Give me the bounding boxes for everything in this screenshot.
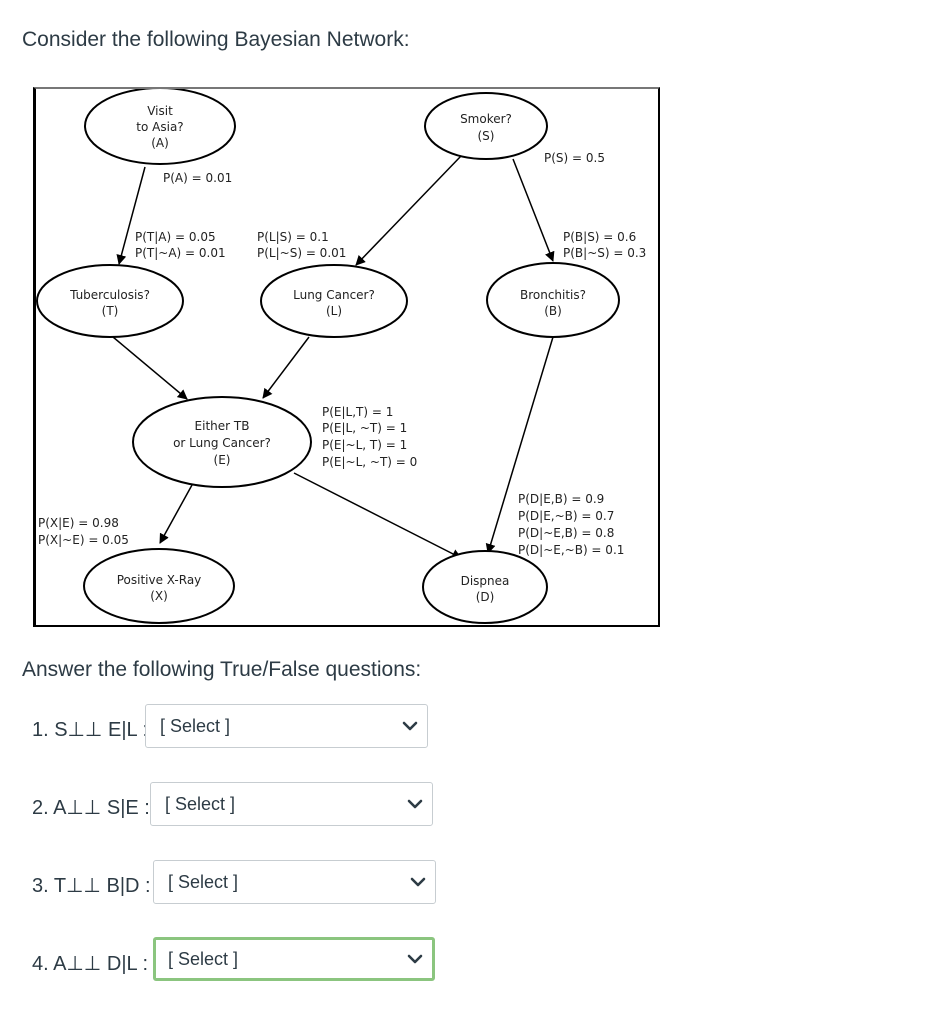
node-label: (D) <box>476 590 495 604</box>
chevron-down-icon <box>407 799 423 809</box>
question-label: 4. A⊥⊥ D|L : <box>32 953 149 975</box>
svg-text:P(L|S) = 0.1: P(L|S) = 0.1 <box>257 230 329 244</box>
node-label: Lung Cancer? <box>293 288 375 302</box>
node-label: Bronchitis? <box>520 288 586 302</box>
cpt-a: P(A) = 0.01 <box>163 171 232 185</box>
svg-text:P(X|E) = 0.98: P(X|E) = 0.98 <box>38 516 119 530</box>
select-value: [ Select ] <box>160 715 231 736</box>
node-label: (X) <box>150 589 168 603</box>
svg-text:P(D|~E,~B) = 0.1: P(D|~E,~B) = 0.1 <box>518 543 624 557</box>
question-3: 3. T⊥⊥ B|D : <box>32 873 151 898</box>
node-label: Either TB <box>195 419 250 433</box>
node-label: (S) <box>478 129 495 143</box>
svg-text:P(E|L,T) = 1: P(E|L,T) = 1 <box>322 405 393 419</box>
node-dispnea: Dispnea (D) <box>422 550 548 624</box>
node-smoker: Smoker? (S) <box>424 92 548 160</box>
node-either-tb-or-lung-cancer: Either TB or Lung Cancer? (E) <box>132 396 312 488</box>
answer-select-2[interactable]: [ Select ] <box>150 782 433 826</box>
svg-text:P(B|~S) = 0.3: P(B|~S) = 0.3 <box>563 246 646 260</box>
node-label: Positive X-Ray <box>117 573 202 587</box>
answer-select-3[interactable]: [ Select ] <box>153 860 436 904</box>
edge-b-d <box>485 336 554 554</box>
select-value: [ Select ] <box>168 948 239 969</box>
question-2: 2. A⊥⊥ S|E : <box>32 795 150 820</box>
svg-text:P(E|L, ~T) = 1: P(E|L, ~T) = 1 <box>322 421 407 435</box>
svg-text:P(B|S) = 0.6: P(B|S) = 0.6 <box>563 230 636 244</box>
svg-text:P(E|~L, T) = 1: P(E|~L, T) = 1 <box>322 438 407 452</box>
question-label: 2. A⊥⊥ S|E : <box>32 797 150 819</box>
bayesian-network-diagram: Visit to Asia? (A) Smoker? (S) Tuberculo… <box>33 87 660 627</box>
node-visit-asia: Visit to Asia? (A) <box>84 89 236 165</box>
question-label: 3. T⊥⊥ B|D : <box>32 875 151 897</box>
edge-a-t <box>116 166 146 265</box>
node-label: Dispnea <box>461 574 510 588</box>
question-1: 1. S⊥⊥ E|L : <box>32 717 148 742</box>
node-label: to Asia? <box>136 120 183 134</box>
edge-s-b <box>512 158 555 262</box>
svg-text:P(D|E,~B) = 0.7: P(D|E,~B) = 0.7 <box>518 509 614 523</box>
node-label: or Lung Cancer? <box>173 436 271 450</box>
cpt-l: P(L|S) = 0.1 P(L|~S) = 0.01 <box>257 230 346 260</box>
edge-e-d <box>293 472 462 559</box>
select-value: [ Select ] <box>168 871 239 892</box>
cpt-d: P(D|E,B) = 0.9 P(D|E,~B) = 0.7 P(D|~E,B)… <box>518 492 624 557</box>
edge-s-l <box>355 155 462 266</box>
node-label: (T) <box>102 304 119 318</box>
answer-select-4[interactable]: [ Select ] <box>153 937 435 981</box>
svg-text:P(X|~E) = 0.05: P(X|~E) = 0.05 <box>38 533 129 547</box>
svg-text:P(T|A) = 0.05: P(T|A) = 0.05 <box>135 230 216 244</box>
answer-heading: Answer the following True/False question… <box>22 658 422 681</box>
cpt-x: P(X|E) = 0.98 P(X|~E) = 0.05 <box>38 516 129 547</box>
chevron-down-icon <box>407 954 423 964</box>
svg-text:P(S) = 0.5: P(S) = 0.5 <box>544 151 605 165</box>
svg-text:P(A) = 0.01: P(A) = 0.01 <box>163 171 232 185</box>
node-label: (L) <box>326 304 342 318</box>
edge-t-e <box>112 336 188 400</box>
node-label: (B) <box>544 304 562 318</box>
edge-e-x <box>159 484 193 544</box>
node-tuberculosis: Tuberculosis? (T) <box>36 264 184 338</box>
cpt-b: P(B|S) = 0.6 P(B|~S) = 0.3 <box>563 230 646 260</box>
intro-text: Consider the following Bayesian Network: <box>22 28 410 51</box>
node-label: (E) <box>214 453 231 467</box>
select-value: [ Select ] <box>165 793 236 814</box>
chevron-down-icon <box>410 877 426 887</box>
svg-text:P(L|~S) = 0.01: P(L|~S) = 0.01 <box>257 246 346 260</box>
node-positive-xray: Positive X-Ray (X) <box>83 548 235 624</box>
svg-text:P(E|~L, ~T) = 0: P(E|~L, ~T) = 0 <box>322 455 417 469</box>
node-bronchitis: Bronchitis? (B) <box>486 262 620 338</box>
node-label: Tuberculosis? <box>69 288 150 302</box>
node-label: Smoker? <box>460 112 512 126</box>
node-label: (A) <box>151 136 169 150</box>
svg-text:P(D|E,B) = 0.9: P(D|E,B) = 0.9 <box>518 492 604 506</box>
svg-text:P(D|~E,B) = 0.8: P(D|~E,B) = 0.8 <box>518 526 614 540</box>
svg-text:P(T|~A) = 0.01: P(T|~A) = 0.01 <box>135 246 226 260</box>
question-4: 4. A⊥⊥ D|L : <box>32 951 148 976</box>
answer-select-1[interactable]: [ Select ] <box>145 704 428 748</box>
edge-l-e <box>262 336 310 399</box>
cpt-e: P(E|L,T) = 1 P(E|L, ~T) = 1 P(E|~L, T) =… <box>322 405 417 469</box>
chevron-down-icon <box>402 721 418 731</box>
node-label: Visit <box>147 104 173 118</box>
question-label: 1. S⊥⊥ E|L : <box>32 719 149 741</box>
node-lung-cancer: Lung Cancer? (L) <box>260 264 408 338</box>
cpt-s: P(S) = 0.5 <box>544 151 605 165</box>
cpt-t: P(T|A) = 0.05 P(T|~A) = 0.01 <box>135 230 226 260</box>
